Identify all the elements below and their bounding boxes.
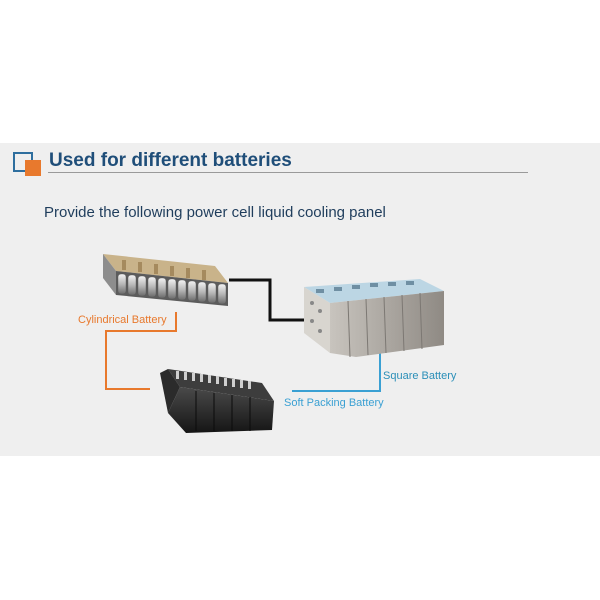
connector-cylindrical-square <box>229 278 310 322</box>
label-square-battery: Square Battery <box>383 370 457 382</box>
slide-panel: Used for different batteries Provide the… <box>0 143 600 456</box>
soft-packing-battery-image <box>160 369 274 433</box>
label-cylindrical-battery: Cylindrical Battery <box>78 314 167 326</box>
cylindrical-battery-image <box>103 254 228 306</box>
title-divider <box>48 172 528 173</box>
square-battery-image <box>304 279 444 358</box>
connector-cylindrical-soft <box>105 312 177 390</box>
battery-diagram <box>103 254 444 433</box>
slide-subtitle: Provide the following power cell liquid … <box>44 204 386 221</box>
slide-title: Used for different batteries <box>49 150 292 171</box>
label-soft-packing-battery: Soft Packing Battery <box>284 397 384 409</box>
connector-square-soft <box>292 353 381 392</box>
title-square-icon <box>13 152 41 176</box>
